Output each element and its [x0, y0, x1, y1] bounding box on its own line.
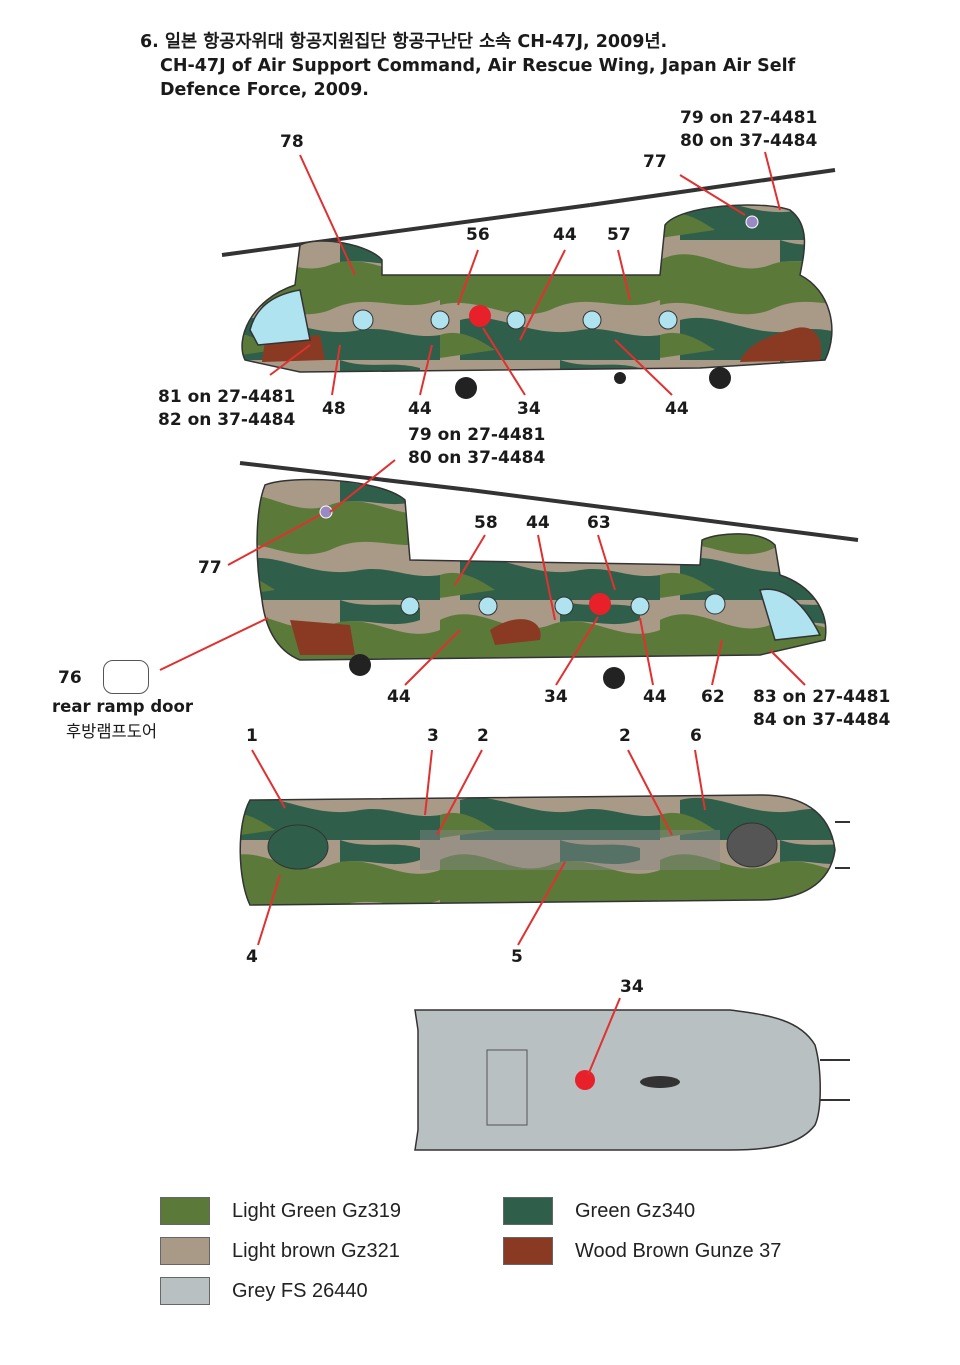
- cargo-hook: [640, 1076, 680, 1088]
- top-view: [239, 794, 850, 906]
- window: [478, 596, 498, 616]
- rear-rotor-hub: [267, 824, 329, 870]
- window: [506, 310, 526, 330]
- header: 6. 일본 항공자위대 항공지원집단 항공구난단 소속 CH-47J, 2009…: [140, 30, 795, 102]
- landing-gear-wheel: [455, 377, 477, 399]
- legend-swatch: [160, 1197, 210, 1225]
- callout-82: 82 on 37-4484: [158, 410, 295, 430]
- window: [554, 596, 574, 616]
- callout-79-top: 79 on 27-4481: [680, 108, 817, 128]
- cockpit-window: [249, 289, 311, 346]
- rear-ramp-door-label: rear ramp door: [52, 697, 193, 716]
- callout-3: 3: [427, 726, 439, 746]
- hinomaru-roundel: [589, 593, 611, 615]
- callout-80-mid: 80 on 37-4484: [408, 448, 545, 468]
- fuselage-right: [256, 478, 827, 661]
- hinomaru-roundel: [575, 1070, 595, 1090]
- fuselage-left: [241, 204, 833, 373]
- callout-48: 48: [322, 399, 346, 419]
- unit-emblem: [319, 505, 333, 519]
- callout-84: 84 on 37-4484: [753, 710, 890, 730]
- hinomaru-roundel: [469, 305, 491, 327]
- rear-ramp-door-label-ko: 후방램프도어: [66, 722, 158, 741]
- cockpit-window: [759, 588, 822, 641]
- callout-44: 44: [408, 399, 432, 419]
- legend-item: Light brown Gz321: [160, 1237, 400, 1265]
- rear-ramp-door-decal: [103, 660, 149, 694]
- callout-77-mid: 77: [198, 558, 222, 578]
- legend-item: Grey FS 26440: [160, 1277, 368, 1305]
- callout-4: 4: [246, 947, 258, 967]
- header-line-ko: 6. 일본 항공자위대 항공지원집단 항공구난단 소속 CH-47J, 2009…: [140, 32, 668, 52]
- header-line-en-2: Defence Force, 2009.: [160, 80, 369, 100]
- legend-label: Grey FS 26440: [232, 1279, 368, 1302]
- rotor-blade-front: [221, 203, 591, 257]
- unit-emblem: [745, 215, 759, 229]
- callout-2: 2: [619, 726, 631, 746]
- legend-swatch: [160, 1277, 210, 1305]
- legend-label: Wood Brown Gunze 37: [575, 1239, 782, 1262]
- fuselage-top: [239, 794, 836, 906]
- window: [704, 593, 726, 615]
- callout-labels: 78 79 on 27-4481 80 on 37-4484 77 56 44 …: [58, 108, 890, 997]
- legend-label: Light brown Gz321: [232, 1239, 400, 1262]
- callout-79-mid: 79 on 27-4481: [408, 425, 545, 445]
- callout-62: 62: [701, 687, 725, 707]
- callout-77-top: 77: [643, 152, 667, 172]
- rotor-blade-rear: [589, 168, 836, 207]
- callout-44: 44: [643, 687, 667, 707]
- legend-label: Green Gz340: [575, 1199, 696, 1222]
- bottom-view: [414, 1009, 850, 1151]
- window: [630, 596, 650, 616]
- callout-1: 1: [246, 726, 258, 746]
- window: [658, 310, 678, 330]
- legend-item: Green Gz340: [503, 1197, 695, 1225]
- callout-81: 81 on 27-4481: [158, 387, 295, 407]
- walkway: [420, 830, 720, 870]
- header-line-en-1: CH-47J of Air Support Command, Air Rescu…: [160, 56, 796, 76]
- callout-44: 44: [665, 399, 689, 419]
- callout-34: 34: [517, 399, 541, 419]
- legend-label: Light Green Gz319: [232, 1199, 401, 1222]
- callout-58: 58: [474, 513, 498, 533]
- window: [430, 310, 450, 330]
- cargo-hatch: [486, 1049, 528, 1126]
- legend-item: Wood Brown Gunze 37: [503, 1237, 781, 1265]
- callout-34: 34: [620, 977, 644, 997]
- side-view-right: [239, 461, 859, 689]
- callout-6: 6: [690, 726, 702, 746]
- callout-44: 44: [553, 225, 577, 245]
- landing-gear-wheel: [349, 654, 371, 676]
- callout-80-top: 80 on 37-4484: [680, 131, 817, 151]
- window: [582, 310, 602, 330]
- rotor-blade-rear: [469, 488, 859, 542]
- callout-5: 5: [511, 947, 523, 967]
- callout-57: 57: [607, 225, 631, 245]
- callout-44: 44: [526, 513, 550, 533]
- callout-63: 63: [587, 513, 611, 533]
- window: [352, 309, 374, 331]
- side-view-left: [221, 168, 836, 399]
- callout-78: 78: [280, 132, 304, 152]
- front-rotor-hub: [726, 822, 778, 868]
- callout-76: 76: [58, 668, 82, 688]
- callout-44: 44: [387, 687, 411, 707]
- legend-swatch: [160, 1237, 210, 1265]
- landing-gear-wheel: [603, 667, 625, 689]
- legend-swatch: [503, 1237, 553, 1265]
- leader-lines: [159, 151, 806, 1076]
- window: [400, 596, 420, 616]
- landing-gear-wheel: [709, 367, 731, 389]
- rotor-blade-front: [239, 461, 471, 492]
- fuselage-bottom: [414, 1009, 821, 1151]
- legend-swatch: [503, 1197, 553, 1225]
- legend-item: Light Green Gz319: [160, 1197, 401, 1225]
- callout-83: 83 on 27-4481: [753, 687, 890, 707]
- callout-2: 2: [477, 726, 489, 746]
- callout-56: 56: [466, 225, 490, 245]
- callout-34: 34: [544, 687, 568, 707]
